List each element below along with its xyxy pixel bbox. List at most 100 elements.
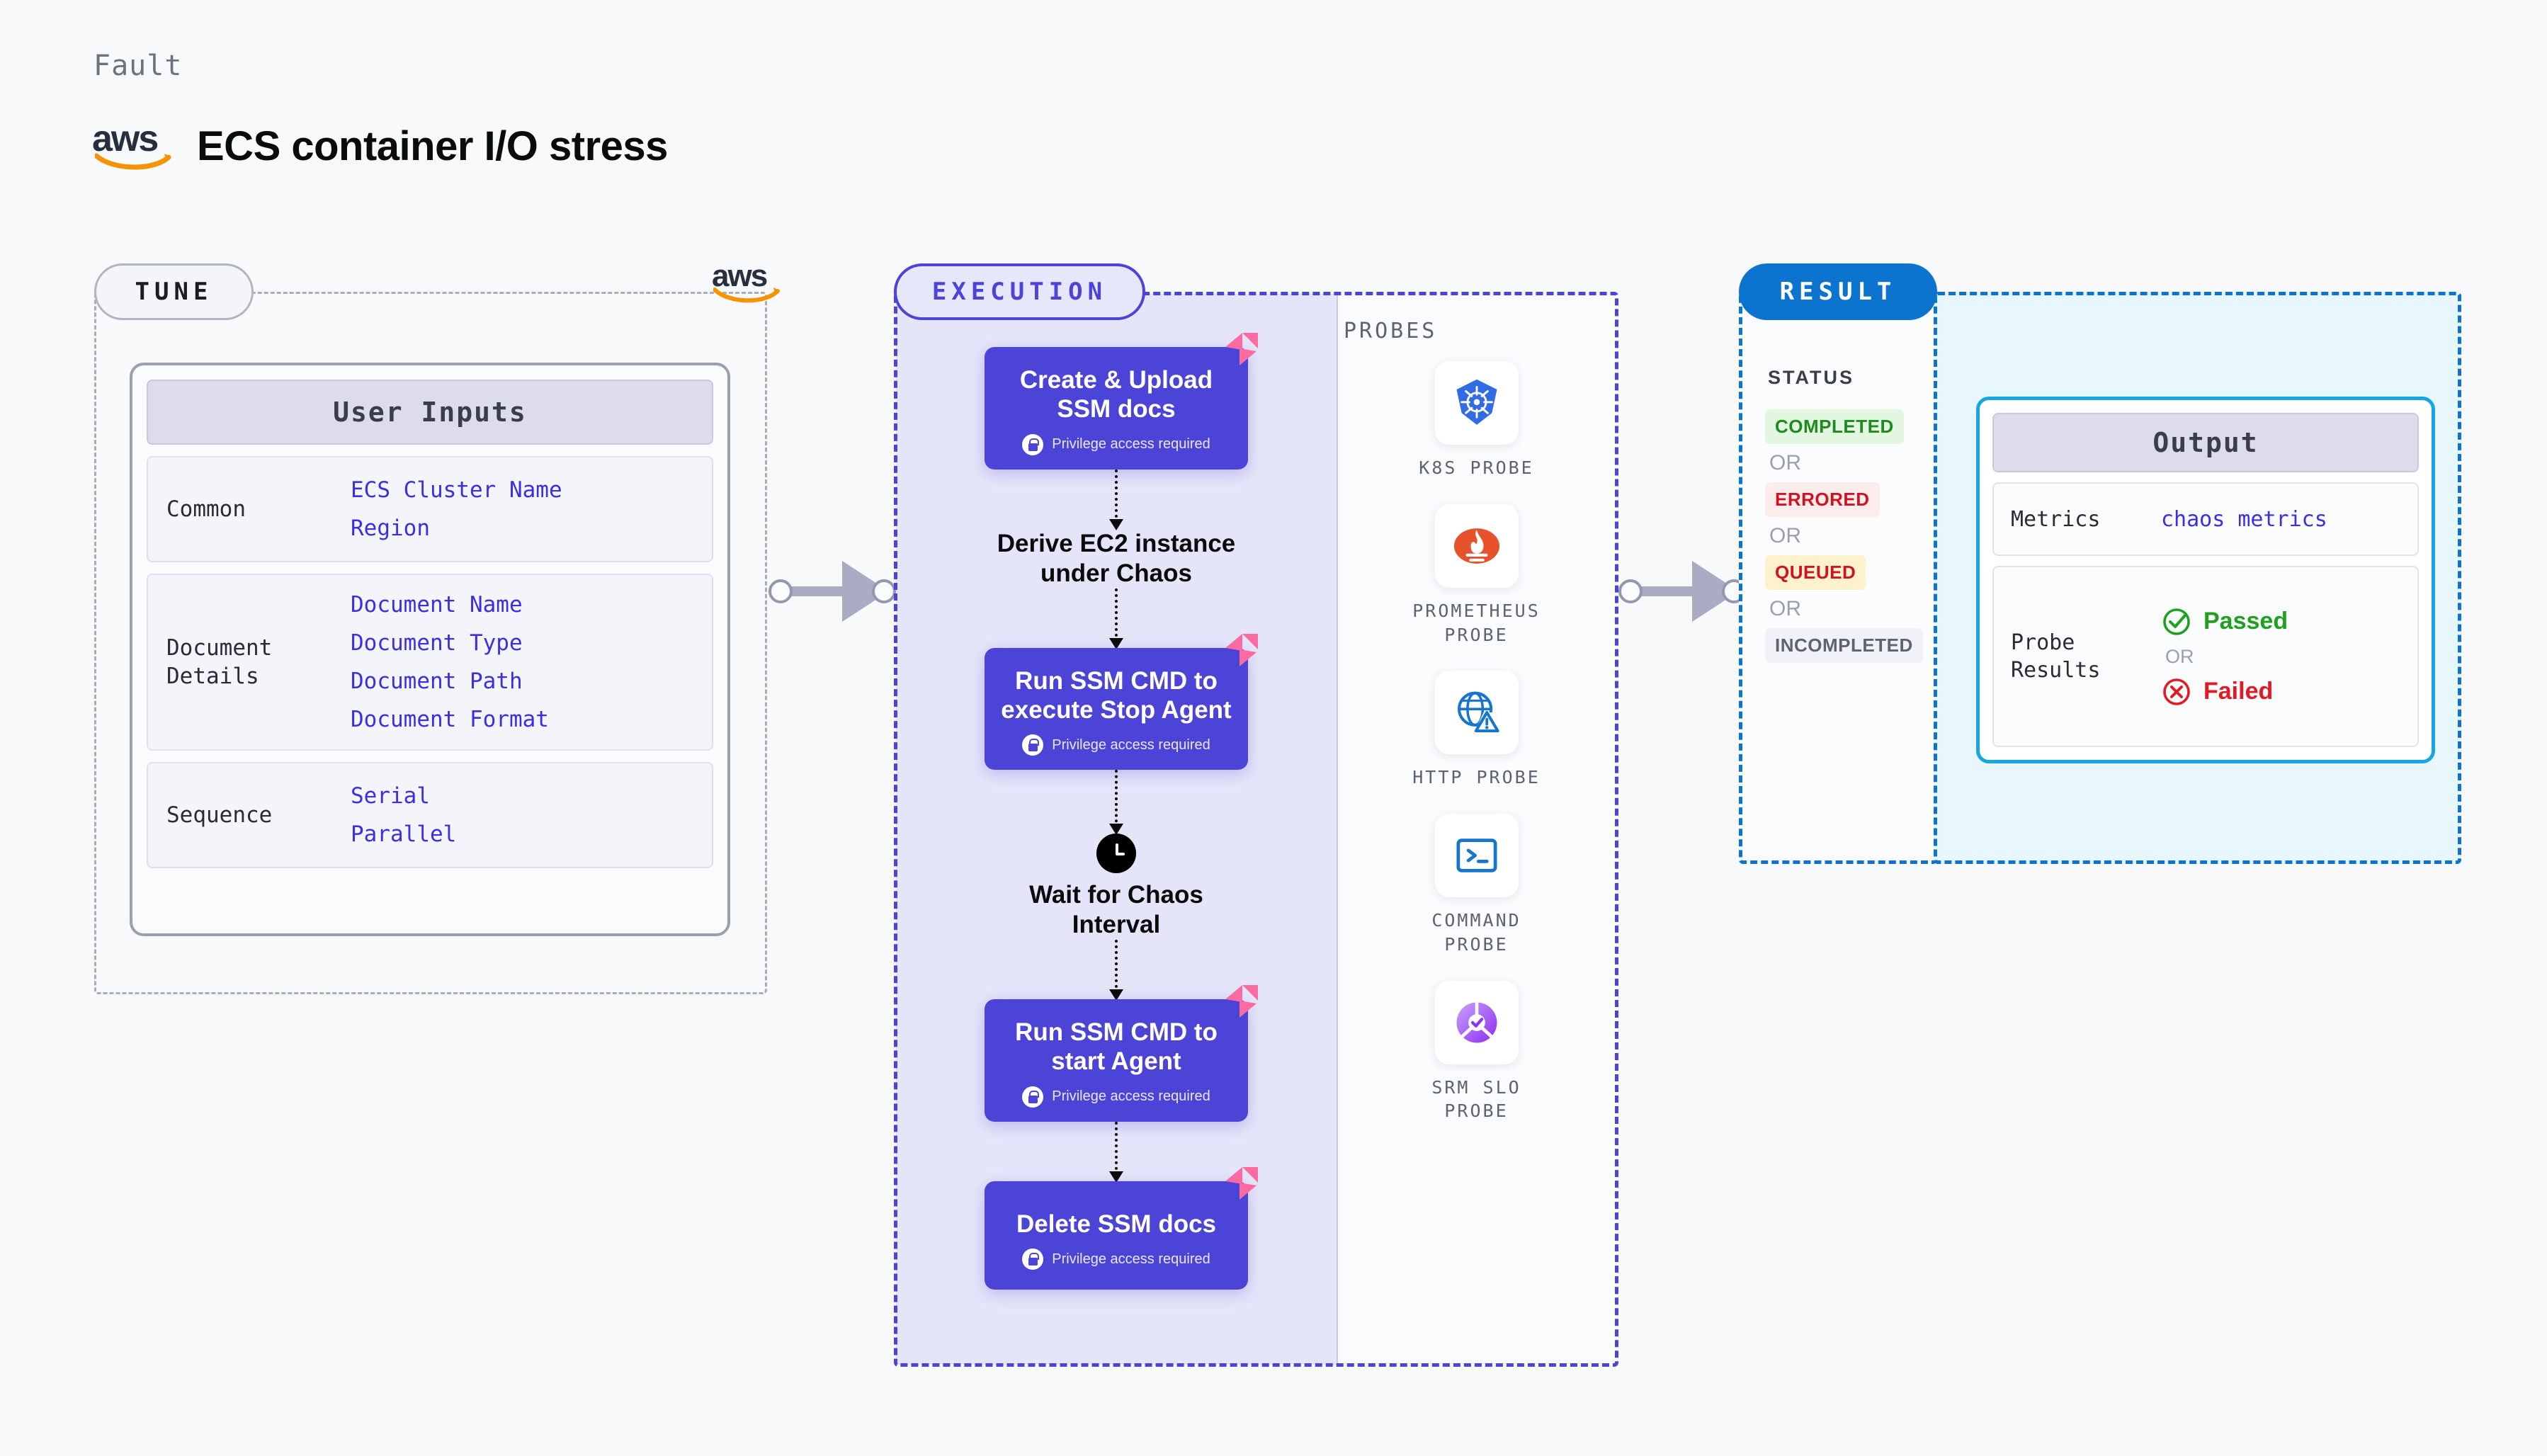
probe-tile [1434,980,1519,1064]
tune-chip[interactable]: TUNE [94,263,254,320]
arrow-head-icon [1109,989,1123,1001]
privilege-note: Privilege access required [996,1086,1237,1108]
input-value[interactable]: Region [351,516,430,541]
aws-logo-badge-icon: aws [712,261,783,305]
step-card[interactable]: Run SSM CMD to execute Stop Agent Privil… [985,633,1258,770]
page-title: ECS container I/O stress [197,123,668,169]
privilege-note: Privilege access required [996,433,1237,455]
or-separator: OR [1769,451,1801,474]
step-card[interactable]: Create & Upload SSM docs Privilege acces… [985,333,1258,470]
status-badge-incompleted: INCOMPLETED [1765,628,1923,663]
input-group-common: Common ECS Cluster Name Region [147,456,713,562]
aws-wordmark: aws [92,118,159,159]
arrow-head-icon [1109,518,1123,530]
privilege-text: Privilege access required [1052,736,1210,753]
input-value[interactable]: Document Path [351,669,523,694]
privilege-text: Privilege access required [1052,436,1210,453]
probe-item-http[interactable]: HTTP PROBE [1371,671,1583,790]
privilege-note: Privilege access required [996,1249,1237,1270]
lock-icon [1022,1086,1044,1108]
connector-endpoint-right [872,579,896,603]
arrow-head-icon [1109,637,1123,649]
probe-result-passed: Passed [2161,606,2288,637]
lock-icon [1022,433,1044,455]
connector-execution-to-result [1618,552,1746,630]
srm-slo-icon [1456,1000,1497,1042]
step-title: Create & Upload SSM docs [1019,366,1213,423]
user-inputs-card: User Inputs Common ECS Cluster Name Regi… [130,363,730,936]
arrow-line [1115,940,1118,1000]
step-title: Run SSM CMD to start Agent [1015,1018,1218,1076]
output-value[interactable]: chaos metrics [2161,506,2327,532]
flow-arrow [1109,1121,1123,1183]
step-card[interactable]: Delete SSM docs Privilege access require… [985,1166,1258,1290]
tune-region [94,292,767,994]
prometheus-icon [1453,528,1499,564]
user-inputs-title: User Inputs [147,380,713,445]
probe-item-k8s[interactable]: K8S PROBE [1371,361,1583,480]
probe-label: K8S PROBE [1419,457,1534,478]
probes-label: PROBES [1344,319,1438,343]
status-badge-errored: ERRORED [1765,482,1880,517]
or-separator: OR [1769,524,1801,547]
input-group-values: Serial Parallel [351,783,456,847]
harness-mark-icon [1225,333,1258,365]
or-separator: OR [2165,645,2194,667]
input-group-values: Document Name Document Type Document Pat… [351,592,549,732]
clock-icon [1096,834,1136,874]
input-value[interactable]: Document Format [351,707,549,732]
probe-tile [1434,814,1519,897]
probe-label: HTTP PROBE [1412,767,1541,788]
connector-endpoint-left [1618,579,1643,603]
flow-arrow [1109,588,1123,649]
input-value[interactable]: Document Name [351,592,523,618]
privilege-text: Privilege access required [1052,1251,1210,1267]
flow-arrow [1109,770,1123,836]
probe-tile [1434,671,1519,755]
kubernetes-icon [1456,379,1497,425]
privilege-note: Privilege access required [996,734,1237,756]
input-value[interactable]: ECS Cluster Name [351,477,562,503]
aws-logo-icon: aws [92,120,176,171]
probe-result-failed: Failed [2161,676,2288,707]
step-card[interactable]: Run SSM CMD to start Agent Privilege acc… [985,985,1258,1122]
input-group-key: Sequence [166,802,273,828]
harness-mark-icon [1225,985,1258,1018]
arrow-line [1115,588,1118,648]
http-globe-warning-icon [1457,691,1499,733]
execution-region [894,292,1618,1367]
passed-label: Passed [2203,608,2288,635]
input-value[interactable]: Serial [351,783,430,809]
page-title-row: aws ECS container I/O stress [92,120,668,171]
privilege-text: Privilege access required [1052,1088,1210,1105]
terminal-icon [1456,838,1497,872]
connector-endpoint-left [768,579,793,603]
result-chip[interactable]: RESULT [1739,263,1937,320]
arrow-line [1115,770,1118,834]
status-badge-queued: QUEUED [1765,555,1866,590]
or-separator: OR [1769,597,1801,620]
probe-tile [1434,361,1519,445]
input-value[interactable]: Document Type [351,630,523,656]
aws-badge-smile-icon [713,288,780,303]
aws-smile-icon [95,153,171,170]
execution-chip[interactable]: EXECUTION [894,263,1145,320]
input-value[interactable]: Parallel [351,821,457,847]
input-group-sequence: Sequence Serial Parallel [147,762,713,868]
